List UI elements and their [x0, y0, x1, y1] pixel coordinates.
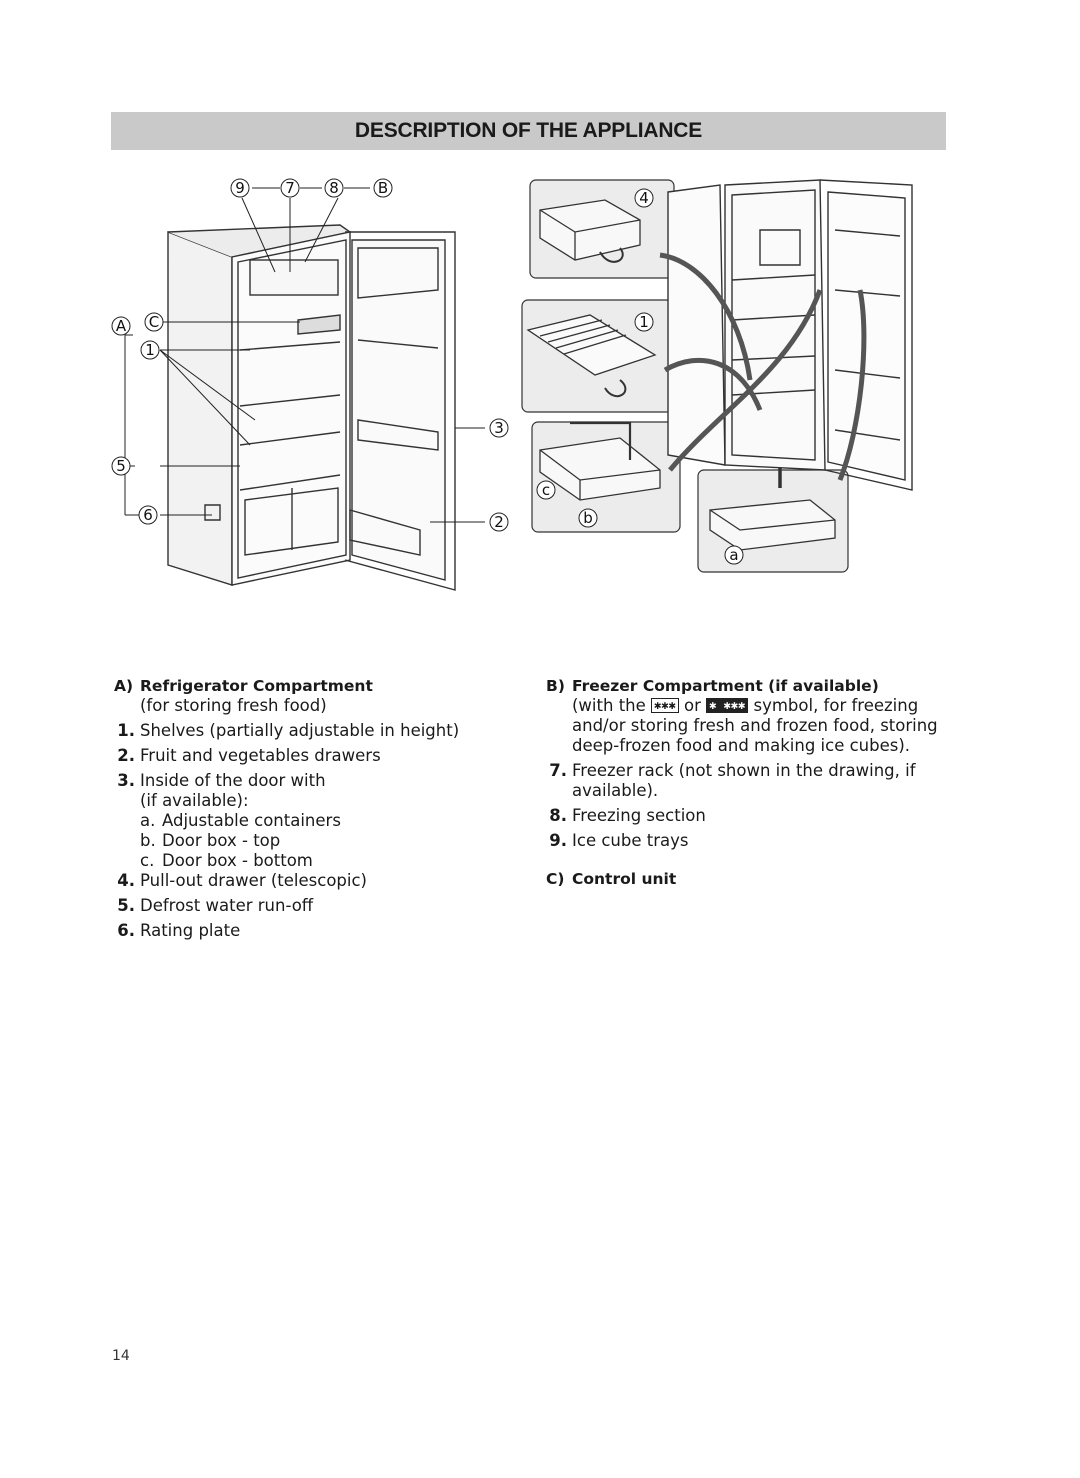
desc-or: or: [683, 696, 701, 715]
item-number: 6.: [117, 921, 135, 940]
four-star-symbol-icon: ✱ ✱✱✱: [706, 698, 749, 713]
section-b-heading: B) Freezer Compartment (if available): [546, 676, 946, 696]
detail-parts: [526, 199, 836, 551]
item-number: 5.: [117, 896, 135, 915]
section-b-title: Freezer Compartment (if available): [572, 677, 879, 695]
callout-b-door-box-top: b: [583, 509, 593, 527]
item-text: Rating plate: [140, 921, 241, 940]
page-title: DESCRIPTION OF THE APPLIANCE: [354, 119, 703, 142]
section-a-heading: A) Refrigerator Compartment: [114, 676, 494, 696]
item-number: 9.: [549, 831, 567, 850]
section-a-subtitle: (for storing fresh food): [140, 696, 327, 715]
callout-2: 2: [494, 513, 504, 531]
callout-3: 3: [494, 419, 504, 437]
item-number: 4.: [117, 871, 135, 890]
appliance-illustration: 9 7 8 B A C 1 5 6 3 2: [100, 170, 970, 610]
item-text: Shelves (partially adjustable in height): [140, 721, 460, 740]
section-b-description: (with the ✱✱✱ or ✱ ✱✱✱ symbol, for freez…: [546, 696, 946, 756]
list-item: 2. Fruit and vegetables drawers: [114, 746, 494, 766]
refrigerator-compartment-section: A) Refrigerator Compartment (for storing…: [114, 676, 494, 941]
callout-c-control: C: [149, 313, 159, 331]
callout-c-door-box-bottom: c: [542, 481, 550, 499]
door-subitem-text: Adjustable containers: [162, 811, 341, 830]
callout-8: 8: [329, 179, 339, 197]
item-number: 3.: [117, 771, 135, 790]
callout-a-refrigerator: A: [116, 317, 127, 335]
section-a-title: Refrigerator Compartment: [140, 677, 373, 695]
desc-start: (with the: [572, 696, 646, 715]
freezer-compartment-section: B) Freezer Compartment (if available) (w…: [546, 676, 946, 889]
list-item: 3. Inside of the door with: [114, 771, 494, 791]
item-text: Inside of the door with: [140, 771, 326, 790]
right-fridge-drawing: [659, 179, 913, 491]
callout-6: 6: [143, 506, 153, 524]
door-subitem-key: b.: [140, 831, 156, 850]
left-leader-lines: [124, 187, 485, 523]
list-item: 8. Freezing section: [546, 806, 946, 826]
page-number: 14: [112, 1348, 130, 1364]
item-number: 7.: [549, 761, 567, 780]
list-item: 6. Rating plate: [114, 921, 494, 941]
section-c-key: C): [546, 870, 565, 888]
section-c-title: Control unit: [572, 870, 677, 888]
callout-1: 1: [145, 341, 155, 359]
left-fridge-drawing: [167, 224, 456, 591]
item-number: 1.: [117, 721, 135, 740]
item-text: Freezing section: [572, 806, 706, 825]
door-subitem-key: a.: [140, 811, 156, 830]
callout-b-freezer: B: [378, 179, 388, 197]
callout-circles-left: [111, 178, 509, 532]
item-text: Fruit and vegetables drawers: [140, 746, 381, 765]
item-text: Ice cube trays: [572, 831, 689, 850]
door-subitem: c. Door box - bottom: [114, 851, 494, 871]
door-note: (if available):: [140, 791, 249, 810]
callout-circles-right: [536, 188, 744, 565]
list-item: 4. Pull-out drawer (telescopic): [114, 871, 494, 891]
callout-labels-right: 4 1 c b a: [542, 189, 739, 564]
section-b-key: B): [546, 677, 565, 695]
item-text: Pull-out drawer (telescopic): [140, 871, 367, 890]
door-subitem-text: Door box - bottom: [162, 851, 313, 870]
callout-a-adjustable-container: a: [729, 546, 738, 564]
list-item: 7. Freezer rack (not shown in the drawin…: [546, 761, 946, 801]
title-bar: DESCRIPTION OF THE APPLIANCE: [111, 112, 946, 150]
door-subitem-text: Door box - top: [162, 831, 281, 850]
list-item: 1. Shelves (partially adjustable in heig…: [114, 721, 494, 741]
callout-4: 4: [639, 189, 649, 207]
section-a-key: A): [114, 677, 134, 695]
callout-9: 9: [235, 179, 245, 197]
list-item: 9. Ice cube trays: [546, 831, 946, 851]
list-item: 5. Defrost water run-off: [114, 896, 494, 916]
callout-5: 5: [116, 457, 126, 475]
item-number: 8.: [549, 806, 567, 825]
door-subitem: a. Adjustable containers: [114, 811, 494, 831]
door-subitem: b. Door box - top: [114, 831, 494, 851]
door-subitem-key: c.: [140, 851, 155, 870]
desc-end: symbol, for freezing and/or storing fres…: [572, 696, 938, 755]
item-text: Defrost water run-off: [140, 896, 314, 915]
three-star-symbol-icon: ✱✱✱: [651, 698, 679, 713]
section-c-heading: C) Control unit: [546, 869, 946, 889]
callout-labels-left: 9 7 8 B A C 1 5 6 3 2: [116, 179, 504, 531]
callout-7: 7: [285, 179, 295, 197]
item-number: 2.: [117, 746, 135, 765]
item-text: Freezer rack (not shown in the drawing, …: [572, 761, 916, 800]
fridge-diagram: 9 7 8 B A C 1 5 6 3 2: [111, 178, 913, 591]
callout-1-shelf: 1: [639, 313, 649, 331]
